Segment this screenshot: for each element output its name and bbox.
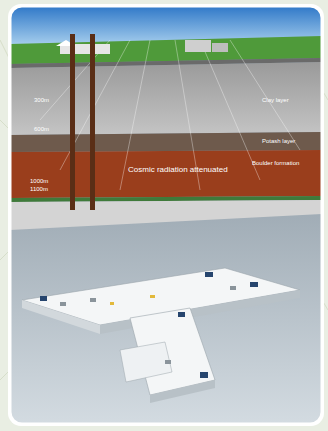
annotation-label: Cosmic radiation attenuated (128, 166, 228, 175)
depth-label: 1100m (30, 186, 48, 193)
depth-label: 300m (34, 97, 49, 104)
layer-label: Boulder formation (252, 160, 299, 167)
depth-label: 600m (34, 126, 49, 133)
layer-label: Potash layer (262, 138, 295, 145)
layer-label: Clay layer (262, 97, 289, 104)
depth-label: 1000m (30, 178, 48, 185)
